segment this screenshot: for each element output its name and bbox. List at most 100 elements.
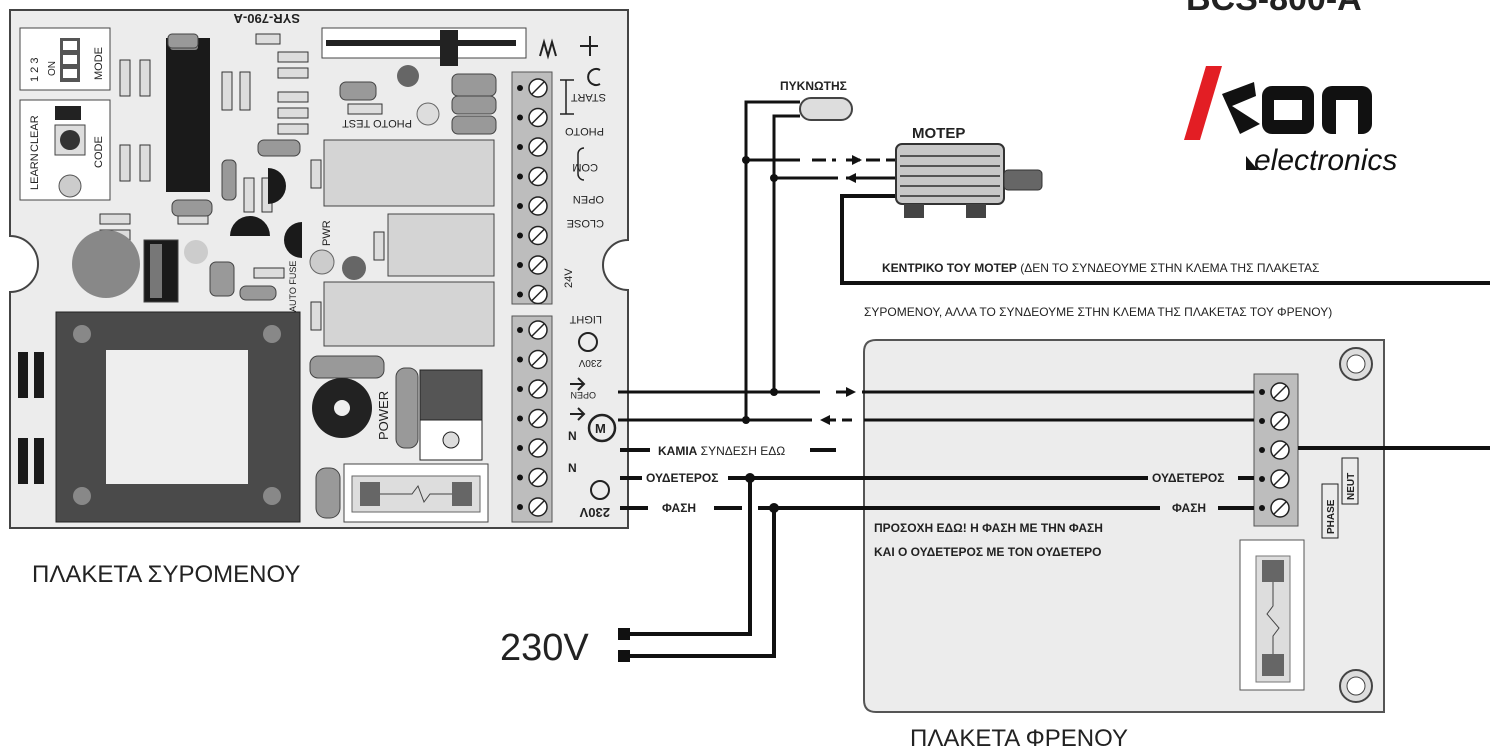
- upper-terminal-dot: [517, 85, 523, 91]
- learn-button[interactable]: [60, 130, 80, 150]
- terminal-label-start: START: [571, 91, 606, 103]
- no-connection-note: ΚΑΜΙΑ ΣΥΝΔΕΣΗ ΕΔΩ: [658, 444, 785, 458]
- mode-label: MODE: [93, 47, 105, 80]
- relay-3: [323, 281, 495, 347]
- brake-terminal-screw-slot: [1273, 385, 1287, 399]
- lower-terminal-dot: [517, 327, 523, 333]
- motor: [895, 143, 1043, 218]
- upper-terminal-dot: [517, 144, 523, 150]
- upper-terminal-screw-slot: [531, 140, 545, 154]
- terminal-label-open-motor: OPEN: [570, 390, 596, 400]
- on-label: ON: [47, 61, 58, 76]
- phase-terminal-label: PHASE: [1326, 499, 1337, 534]
- learn-label: LEARN: [29, 153, 41, 190]
- photo-test-led: [416, 102, 440, 126]
- power-label: POWER: [376, 391, 391, 440]
- lower-terminal-dot: [517, 445, 523, 451]
- relay-1: [323, 139, 495, 207]
- warning-line-1: ΠΡΟΣΟΧΗ ΕΔΩ! Η ΦΑΣΗ ΜΕ ΤΗΝ ΦΑΣΗ: [874, 521, 1103, 535]
- resistor-group: [99, 33, 385, 331]
- neut-terminal-label: NEUT: [1346, 473, 1357, 500]
- motor-symbol-icon: [587, 413, 617, 443]
- light-bulb-icon: [578, 332, 598, 352]
- lower-terminal-screw-slot: [531, 411, 545, 426]
- lower-terminal-dot: [517, 386, 523, 392]
- terminal-label-230v-light: 230V: [578, 357, 602, 368]
- terminal-label-light: LIGHT: [569, 313, 602, 325]
- upper-terminal-screw-slot: [531, 169, 545, 184]
- brake-caption: ΠΛΑΚΕΤΑ ΦΡΕΝΟΥ: [910, 725, 1128, 752]
- wire-junctions: [742, 156, 779, 513]
- terminal-label-com: COM: [572, 161, 598, 173]
- brake-terminal-dot: [1259, 505, 1265, 511]
- model-title: BCS-800-A: [1186, 0, 1362, 18]
- upper-terminal-screw-slot: [531, 228, 545, 243]
- phase-label-left: ΦΑΣΗ: [662, 501, 696, 515]
- dark-led: [397, 65, 419, 87]
- upper-terminal-dot: [517, 291, 523, 298]
- brake-terminal-dot: [1259, 389, 1265, 395]
- motor-note-bold: ΚΕΝΤΡΙΚΟ ΤΟΥ ΜΟΤΕΡ: [882, 261, 1017, 275]
- lower-terminal-screw-slot: [531, 382, 545, 396]
- auto-fuse-label: AUTO FUSE: [288, 261, 298, 312]
- motor-note-line-1: ΚΕΝΤΡΙΚΟ ΤΟΥ ΜΟΤΕΡ (ΔΕΝ ΤΟ ΣΥΝΔΕΟΥΜΕ ΣΤΗ…: [882, 261, 1319, 275]
- kon-logo: electronics: [1184, 66, 1397, 177]
- upper-terminal-dot: [517, 262, 523, 268]
- pwr-led: [309, 249, 335, 275]
- upper-terminal-screw-slot: [531, 287, 545, 302]
- lower-terminal-screw-slot: [531, 441, 545, 455]
- brake-terminal-screw-slot: [1273, 472, 1287, 486]
- upper-terminal-dot: [517, 203, 523, 209]
- motor-note-line-2: ΣΥΡΟΜΕΝΟΥ, ΑΛΛΑ ΤΟ ΣΥΝΔΕΟΥΜΕ ΣΤΗΝ ΚΛΕΜΑ …: [864, 305, 1332, 319]
- svg-text:M: M: [595, 421, 606, 436]
- brake-board: PHASE NEUT ΠΡΟΣΟΧΗ ΕΔΩ! Η ΦΑΣΗ ΜΕ ΤΗΝ ΦΑ…: [863, 339, 1385, 713]
- phase-label-right: ΦΑΣΗ: [1172, 501, 1206, 515]
- upper-terminal-screw-slot: [531, 258, 545, 272]
- brake-terminal-dot: [1259, 418, 1265, 424]
- terminal-label-24v: 24V: [563, 268, 575, 288]
- upper-terminal-dot: [517, 114, 523, 121]
- brake-terminal-dot: [1259, 476, 1265, 482]
- plug-icon: [590, 480, 610, 500]
- lower-terminal-screw-slot: [531, 323, 545, 337]
- pwr-label: PWR: [321, 220, 333, 246]
- neutral-label-left: ΟΥΔΕΤΕΡΟΣ: [646, 471, 718, 485]
- neutral-label-right: ΟΥΔΕΤΕΡΟΣ: [1152, 471, 1224, 485]
- capacitor: [799, 97, 853, 121]
- dip-numbers-label: 1 2 3: [29, 58, 41, 82]
- terminal-label-230v-supply: 230V: [579, 505, 610, 520]
- no-connection-rest: ΣΥΝΔΕΣΗ ΕΔΩ: [697, 444, 785, 458]
- upper-terminal-dot: [517, 232, 523, 239]
- brake-terminal-screw-slot: [1273, 443, 1287, 457]
- warning-line-2: ΚΑΙ Ο ΟΥΔΕΤΕΡΟΣ ΜΕ ΤΟΝ ΟΥΔΕΤΕΡΟ: [874, 545, 1101, 559]
- upper-terminal-screw-slot: [531, 199, 545, 213]
- motor-note-rest: (ΔΕΝ ΤΟ ΣΥΝΔΕΟΥΜΕ ΣΤΗΝ ΚΛΕΜΑ ΤΗΣ ΠΛΑΚΕΤΑ…: [1017, 261, 1320, 275]
- relay-2: [387, 213, 495, 277]
- controller-board: 1 2 3 ON MODE LEARN CLEAR CODE: [9, 9, 629, 529]
- board-model-label: SYR-790-A: [233, 11, 300, 26]
- terminal-label-n-motor: N: [568, 429, 577, 443]
- no-connection-bold: ΚΑΜΙΑ: [658, 444, 698, 458]
- lower-terminal-screw-slot: [531, 500, 545, 514]
- lower-terminal-dot: [517, 415, 523, 422]
- lower-terminal-screw-slot: [531, 470, 545, 485]
- wires: [618, 100, 1490, 658]
- lower-terminal-dot: [517, 474, 523, 481]
- terminal-label-n-supply: N: [568, 461, 577, 475]
- brake-terminal-dot: [1259, 447, 1265, 453]
- controller-caption: ΠΛΑΚΕΤΑ ΣΥΡΟΜΕΝΟΥ: [32, 561, 300, 588]
- terminal-label-open: OPEN: [573, 193, 604, 205]
- upper-terminal-screw-slot: [531, 110, 545, 125]
- code-label: CODE: [93, 136, 105, 168]
- buzzer: [72, 230, 140, 298]
- brake-terminal-screw-slot: [1273, 414, 1287, 428]
- lower-terminal-screw-slot: [531, 352, 545, 367]
- lower-terminal-dot: [517, 356, 523, 363]
- terminal-label-close: CLOSE: [567, 217, 604, 229]
- logo-tagline: electronics: [1254, 144, 1397, 177]
- brake-terminal-screw-slot: [1273, 501, 1287, 515]
- upper-terminal-screw-slot: [531, 81, 545, 95]
- status-led: [58, 174, 82, 198]
- lower-terminal-dot: [517, 504, 523, 510]
